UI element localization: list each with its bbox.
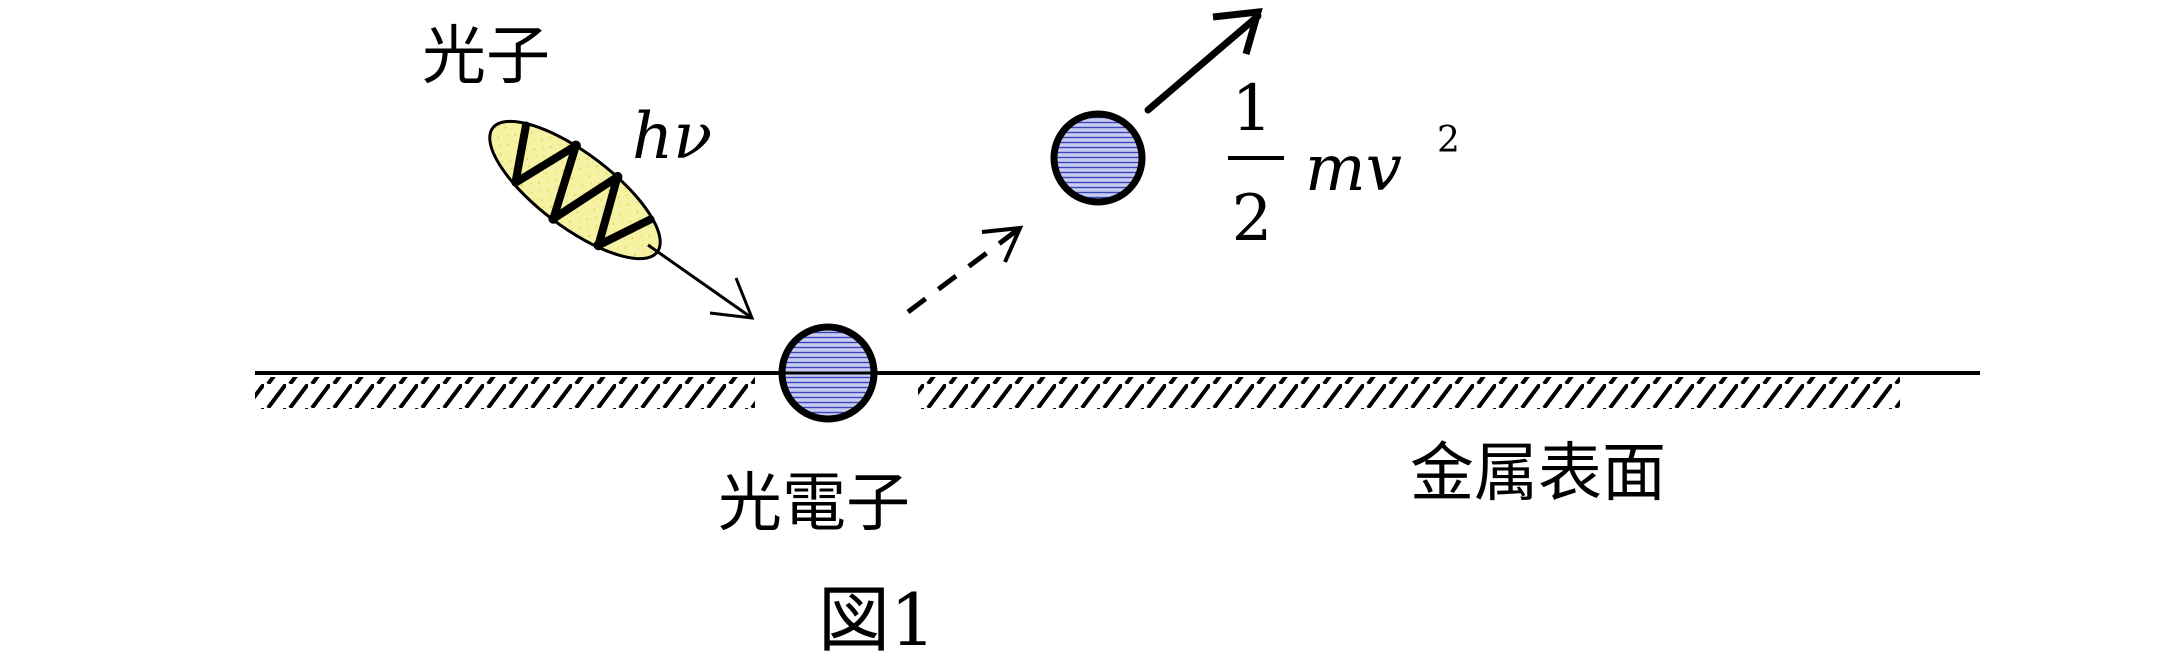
photon-energy-label: hν xyxy=(632,100,712,174)
metal-hatching-right xyxy=(918,377,1900,409)
photon-incidence-arrow xyxy=(647,243,755,320)
metal-surface-label: 金属表面 xyxy=(1410,437,1666,511)
photoelectron-label: 光電子 xyxy=(718,467,910,541)
photoelectron-at-surface xyxy=(778,323,878,423)
photon-wave-packet xyxy=(488,119,662,261)
metal-hatching-left xyxy=(255,377,755,409)
photon-label: 光子 xyxy=(422,20,550,94)
figure-caption: 図1 xyxy=(818,578,936,662)
electron-trajectory-dashed-arrow xyxy=(906,225,1024,314)
ejected-electron-arrow xyxy=(1144,7,1263,114)
kinetic-energy-label: 1 2 mv 2 xyxy=(1228,72,1460,256)
kinetic-energy-denominator: 2 xyxy=(1232,182,1273,256)
ejected-electron xyxy=(1050,110,1146,206)
kinetic-energy-variables: mv xyxy=(1305,132,1402,206)
kinetic-energy-exponent: 2 xyxy=(1437,120,1460,161)
kinetic-energy-numerator: 1 xyxy=(1232,72,1273,146)
